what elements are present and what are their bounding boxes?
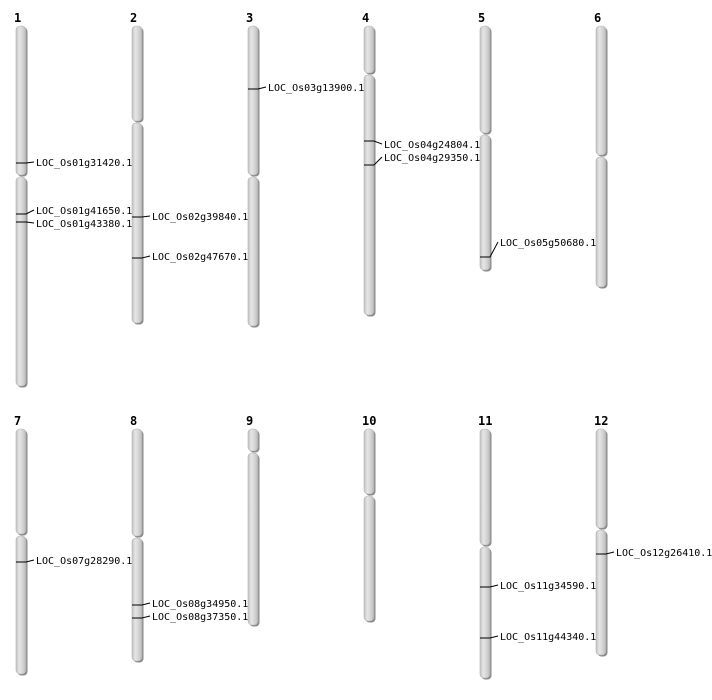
short-arm <box>595 25 607 156</box>
marker-tick <box>480 241 499 258</box>
marker-tick <box>364 140 383 145</box>
long-arm <box>595 529 607 656</box>
short-arm <box>595 428 607 529</box>
long-arm <box>15 176 27 387</box>
marker-tick <box>248 86 267 90</box>
long-arm <box>479 546 491 679</box>
gene-label: LOC_Os11g44340.1 <box>500 632 596 643</box>
chromosome-number: 9 <box>246 414 253 428</box>
chromosome-number: 1 <box>14 11 21 25</box>
chromosome-number: 5 <box>478 11 485 25</box>
gene-label: LOC_Os04g29350.1 <box>384 153 480 164</box>
long-arm <box>479 134 491 271</box>
chromosome-number: 7 <box>14 414 21 428</box>
marker-tick <box>364 156 383 166</box>
long-arm <box>247 176 259 327</box>
short-arm <box>247 428 259 452</box>
marker-tick <box>480 584 499 588</box>
long-arm <box>595 156 607 288</box>
short-arm <box>247 25 259 176</box>
gene-label: LOC_Os02g47670.1 <box>152 252 248 263</box>
chromosome-number: 4 <box>362 11 369 25</box>
long-arm <box>363 74 375 316</box>
chromosome-number: 8 <box>130 414 137 428</box>
short-arm <box>479 25 491 134</box>
chromosome-9: 9 <box>246 414 260 627</box>
gene-label: LOC_Os01g43380.1 <box>36 219 132 230</box>
chromosome-number: 3 <box>246 11 253 25</box>
marker-tick <box>596 551 615 555</box>
marker-tick <box>16 559 35 563</box>
gene-label: LOC_Os12g26410.1 <box>616 548 712 559</box>
chromosome-1: 1LOC_Os01g31420.1LOC_Os01g41650.1LOC_Os0… <box>14 11 132 388</box>
long-arm <box>247 452 259 626</box>
gene-label: LOC_Os02g39840.1 <box>152 212 248 223</box>
chromosome-number: 10 <box>362 414 376 428</box>
gene-label: LOC_Os05g50680.1 <box>500 238 596 249</box>
chromosome-number: 11 <box>478 414 492 428</box>
marker-tick <box>16 161 35 164</box>
long-arm <box>15 535 27 675</box>
gene-label: LOC_Os11g34590.1 <box>500 581 596 592</box>
chromosome-number: 12 <box>594 414 608 428</box>
long-arm <box>131 537 143 662</box>
chromosome-number: 2 <box>130 11 137 25</box>
marker-tick <box>132 215 151 218</box>
short-arm <box>363 25 375 74</box>
gene-label: LOC_Os07g28290.1 <box>36 556 132 567</box>
short-arm <box>15 25 27 176</box>
gene-label: LOC_Os08g34950.1 <box>152 599 248 610</box>
short-arm <box>479 428 491 546</box>
marker-tick <box>480 635 499 639</box>
short-arm <box>363 428 375 495</box>
long-arm <box>363 495 375 622</box>
gene-label: LOC_Os08g37350.1 <box>152 612 248 623</box>
chromosome-6: 6 <box>594 11 608 289</box>
gene-label: LOC_Os01g31420.1 <box>36 158 132 169</box>
gene-label: LOC_Os01g41650.1 <box>36 206 132 217</box>
short-arm <box>131 428 143 537</box>
marker-tick <box>16 209 35 215</box>
gene-label: LOC_Os03g13900.1 <box>268 83 364 94</box>
marker-tick <box>132 602 151 606</box>
short-arm <box>131 25 143 122</box>
gene-label: LOC_Os04g24804.1 <box>384 140 480 151</box>
chromosome-number: 6 <box>594 11 601 25</box>
short-arm <box>15 428 27 535</box>
chromosome-10: 10 <box>362 414 376 623</box>
marker-tick <box>132 255 151 259</box>
marker-tick <box>132 615 151 619</box>
marker-tick <box>16 221 35 224</box>
long-arm <box>131 122 143 324</box>
